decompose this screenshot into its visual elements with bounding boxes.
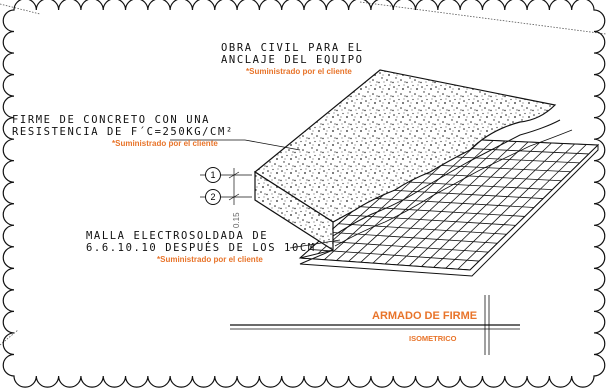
marker-2: 2 bbox=[205, 189, 221, 205]
firme-supplied-note: *Suministrado por el cliente bbox=[112, 139, 218, 148]
mesh-bar bbox=[433, 143, 564, 268]
obra-supplied-note: *Suministrado por el cliente bbox=[246, 67, 352, 76]
mesh-bar bbox=[367, 197, 535, 208]
mesh-bar bbox=[396, 141, 529, 266]
obra-label-line2: ANCLAJE DEL EQUIPO bbox=[221, 54, 364, 66]
obra-label-line1: OBRA CIVIL PARA EL bbox=[221, 42, 364, 54]
drawing-title: ARMADO DE FIRME bbox=[372, 310, 478, 322]
concrete-top-surface bbox=[253, 69, 557, 223]
marker-1: 1 bbox=[205, 167, 221, 183]
dimension-tick bbox=[228, 193, 240, 201]
dimension-label: 0.15 bbox=[232, 212, 241, 228]
mesh-bar bbox=[338, 223, 507, 235]
firme-leader bbox=[244, 139, 301, 151]
mesh-bar bbox=[348, 214, 516, 226]
mesh-bar bbox=[319, 240, 489, 253]
mesh-bar bbox=[409, 142, 541, 267]
malla-supplied-note: *Suministrado por el cliente bbox=[157, 255, 263, 264]
mesh-bar bbox=[309, 249, 480, 262]
slab-bottom-edge bbox=[299, 143, 599, 277]
firme-label-line2: RESISTENCIA DE F´C=250KG/CM² bbox=[12, 126, 234, 138]
drawing-subtitle: ISOMETRICO bbox=[409, 334, 457, 343]
reference-line bbox=[359, 1, 607, 35]
firme-label-line1: FIRME DE CONCRETO CON UNA bbox=[12, 114, 211, 126]
reference-line bbox=[0, 3, 41, 15]
mesh-edge-line bbox=[334, 129, 573, 247]
malla-leader bbox=[289, 239, 341, 249]
mesh-bar bbox=[421, 142, 552, 267]
dimension-tick bbox=[228, 171, 240, 179]
mesh-bar bbox=[457, 144, 587, 270]
layer-edge-line bbox=[332, 119, 561, 237]
malla-label-line2: 6.6.10.10 DESPUÉS DE LOS 10CM bbox=[86, 242, 316, 254]
mesh-bar bbox=[445, 143, 575, 269]
malla-label-line1: MALLA ELECTROSOLDADA DE bbox=[86, 230, 269, 242]
